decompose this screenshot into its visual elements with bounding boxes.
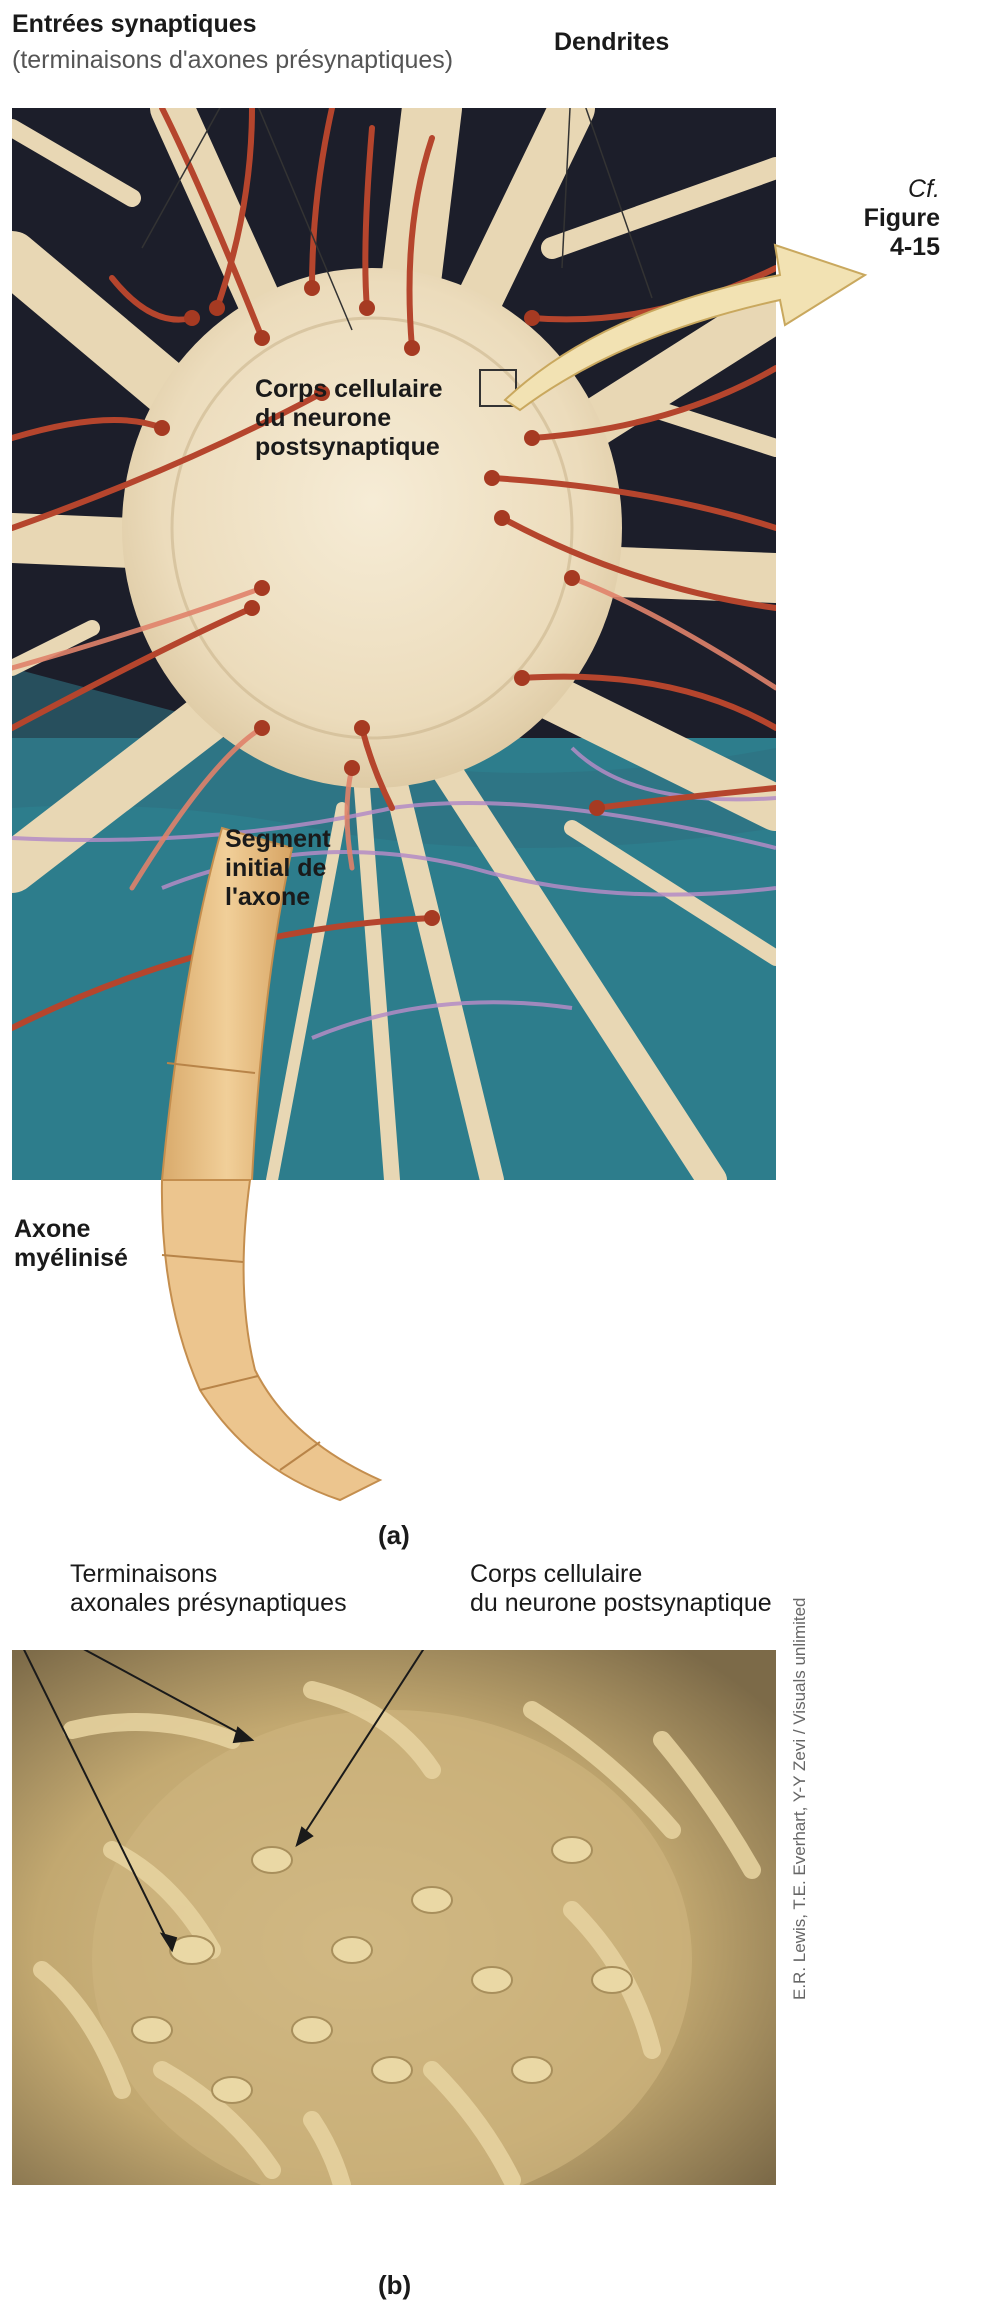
cf-prefix: Cf. (908, 175, 940, 203)
photo-credit: E.R. Lewis, T.E. Everhart, Y-Y Zevi / Vi… (790, 1670, 810, 2000)
cf-figure-arrow (480, 230, 920, 430)
dendrites-label: Dendrites (554, 28, 669, 57)
myelinated-axon-label: Axone myélinisé (14, 1215, 128, 1273)
myelinated-axon-label-line1: Axone (14, 1215, 128, 1244)
cell-body-b-label-line2: du neurone postsynaptique (470, 1589, 772, 1618)
synaptic-inputs-label: Entrées synaptiques (12, 10, 257, 39)
cell-body-label-line1: Corps cellulaire (255, 375, 443, 404)
axon-tail (140, 1180, 400, 1510)
initial-segment-label-line1: Segment (225, 825, 331, 854)
cell-body-b-label: Corps cellulaire du neurone postsynaptiq… (470, 1560, 772, 1618)
initial-segment-label-line2: initial de (225, 854, 331, 883)
initial-segment-label-line3: l'axone (225, 883, 331, 912)
terminals-label-line2: axonales présynaptiques (70, 1589, 347, 1618)
cell-body-label-line2: du neurone (255, 404, 443, 433)
sem-micrograph (12, 1650, 776, 2185)
cf-word: Figure (864, 204, 940, 232)
terminals-label-line1: Terminaisons (70, 1560, 347, 1589)
initial-segment-label: Segment initial de l'axone (225, 825, 331, 912)
caption-a: (a) (378, 1520, 410, 1551)
synaptic-inputs-sublabel: (terminaisons d'axones présynaptiques) (12, 46, 453, 75)
caption-b: (b) (378, 2270, 411, 2301)
terminals-label: Terminaisons axonales présynaptiques (70, 1560, 347, 1618)
cell-body-label: Corps cellulaire du neurone postsynaptiq… (255, 375, 443, 462)
cell-body-b-label-line1: Corps cellulaire (470, 1560, 772, 1589)
myelinated-axon-label-line2: myélinisé (14, 1244, 128, 1273)
cell-body-label-line3: postsynaptique (255, 433, 443, 462)
